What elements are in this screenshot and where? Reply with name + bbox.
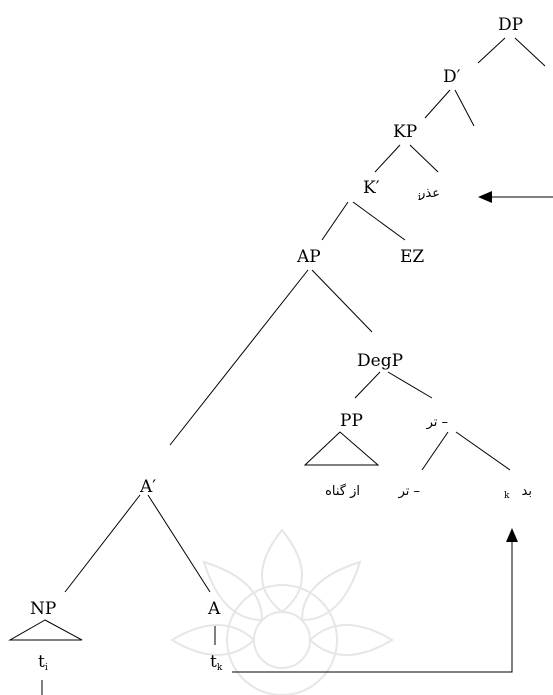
pp-triangle [303, 431, 380, 466]
edge-tarphrase-tar [421, 431, 449, 471]
node-ozr: عذر [418, 186, 440, 201]
node-a: A [207, 599, 221, 619]
node-pp: PP [340, 411, 363, 431]
node-ozr-index: i [418, 193, 421, 203]
arrow-tk-to-bad-head [506, 528, 518, 542]
node-bad: بد [522, 484, 532, 499]
node-labels: DP D′ KP K′ عذر i AP EZ DegP PP – تر از … [30, 15, 532, 673]
edge-degp-pp [354, 371, 381, 399]
edge-abar-np [64, 494, 141, 593]
node-dp: DP [498, 15, 523, 35]
node-np: NP [30, 599, 56, 619]
edge-degp-tarphrase [387, 371, 433, 399]
node-trace-k: tk [210, 652, 223, 673]
edge-dp-right [514, 37, 546, 67]
node-tar-phrase: – تر [426, 415, 448, 430]
node-a-bar: A′ [139, 477, 156, 497]
edge-ap-abar [169, 269, 309, 446]
node-bad-index: k [504, 491, 510, 501]
tree-edges [8, 37, 546, 695]
edge-kp-ozr [409, 144, 439, 173]
edge-dp-dbar [477, 37, 506, 64]
edge-ap-degp [311, 269, 373, 333]
edge-kbar-ap [321, 201, 349, 241]
node-ez: EZ [400, 247, 424, 267]
node-ap: AP [296, 247, 321, 267]
node-degp: DegP [357, 351, 403, 371]
edge-tarphrase-bad [455, 431, 511, 471]
arrow-tk-to-bad-line [232, 542, 513, 673]
watermark-ornament [170, 528, 394, 695]
edge-kp-kbar [374, 144, 401, 173]
node-trace-i: ti [38, 652, 48, 673]
node-tar: – تر [398, 484, 420, 499]
edge-kbar-ez [352, 201, 406, 241]
np-triangle [8, 619, 83, 641]
node-kp: KP [393, 122, 417, 142]
arrow-to-ozr-head [478, 191, 492, 203]
edge-dbar-kp [424, 89, 451, 119]
node-k-bar: K′ [363, 178, 380, 198]
movement-arrows [232, 191, 553, 673]
node-az-gonah: از گناه [325, 483, 360, 499]
node-d-bar: D′ [443, 67, 461, 87]
edge-dbar-right [454, 89, 475, 127]
edge-abar-a [147, 494, 211, 593]
